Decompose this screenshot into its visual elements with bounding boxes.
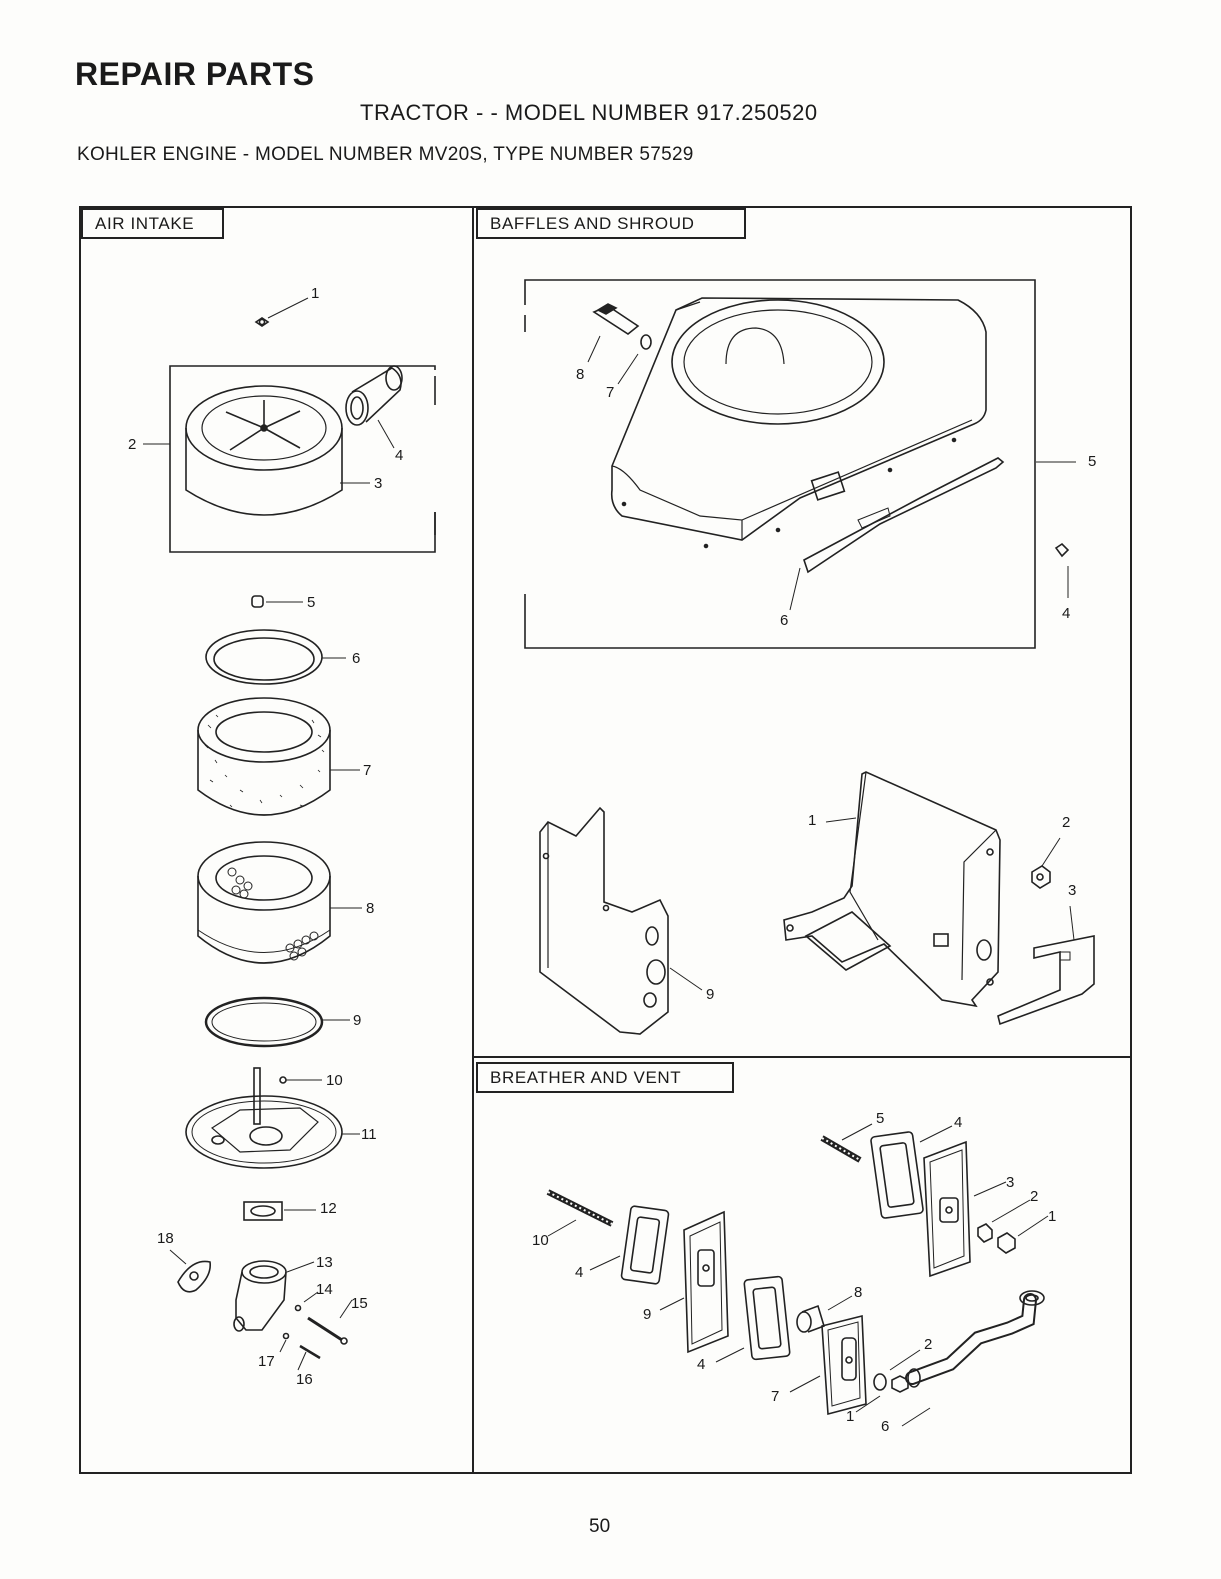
callout-air-10: 10 xyxy=(326,1072,343,1089)
callout-baffle-1: 1 xyxy=(808,812,816,829)
callout-air-13: 13 xyxy=(316,1254,333,1271)
breather-vent-illustration xyxy=(548,1124,1048,1426)
callout-breather-7: 7 xyxy=(771,1388,779,1405)
section-label-air-intake: AIR INTAKE xyxy=(81,208,224,239)
callout-air-2: 2 xyxy=(128,436,136,453)
callout-baffle-7: 7 xyxy=(606,384,614,401)
callout-air-11: 11 xyxy=(361,1126,377,1143)
callout-air-8: 8 xyxy=(366,900,374,917)
callout-air-12: 12 xyxy=(320,1200,337,1217)
callout-baffle-9: 9 xyxy=(706,986,714,1003)
callout-breather-10: 10 xyxy=(532,1232,549,1249)
callout-breather-8: 8 xyxy=(854,1284,862,1301)
section-label-baffles-shroud: BAFFLES AND SHROUD xyxy=(476,208,746,239)
callout-breather-2a: 2 xyxy=(1030,1188,1038,1205)
callout-air-5: 5 xyxy=(307,594,315,611)
callout-baffle-8: 8 xyxy=(576,366,584,383)
callout-baffle-6: 6 xyxy=(780,612,788,629)
callout-breather-6: 6 xyxy=(881,1418,889,1435)
callout-baffle-2: 2 xyxy=(1062,814,1070,831)
callout-breather-9: 9 xyxy=(643,1306,651,1323)
callout-breather-4c: 4 xyxy=(697,1356,705,1373)
callout-air-4: 4 xyxy=(395,447,403,464)
callout-air-6: 6 xyxy=(352,650,360,667)
callout-air-7: 7 xyxy=(363,762,371,779)
callout-air-3: 3 xyxy=(374,475,382,492)
callout-air-9: 9 xyxy=(353,1012,361,1029)
section-label-breather-vent: BREATHER AND VENT xyxy=(476,1062,734,1093)
callout-baffle-3: 3 xyxy=(1068,882,1076,899)
page-number: 50 xyxy=(589,1516,610,1538)
callout-baffle-4: 4 xyxy=(1062,605,1070,622)
callout-breather-5: 5 xyxy=(876,1110,884,1127)
callout-air-18: 18 xyxy=(157,1230,174,1247)
callout-air-15: 15 xyxy=(351,1295,368,1312)
callout-baffle-5: 5 xyxy=(1088,453,1096,470)
callout-breather-3: 3 xyxy=(1006,1174,1014,1191)
callout-breather-2b: 2 xyxy=(924,1336,932,1353)
callout-breather-1b: 1 xyxy=(846,1408,854,1425)
callout-air-16: 16 xyxy=(296,1371,313,1388)
callout-breather-1a: 1 xyxy=(1048,1208,1056,1225)
callout-air-17: 17 xyxy=(258,1353,275,1370)
callout-air-1: 1 xyxy=(311,285,319,302)
air-intake-illustration xyxy=(143,298,435,1370)
callout-air-14: 14 xyxy=(316,1281,333,1298)
callout-breather-4a: 4 xyxy=(954,1114,962,1131)
callout-breather-4b: 4 xyxy=(575,1264,583,1281)
